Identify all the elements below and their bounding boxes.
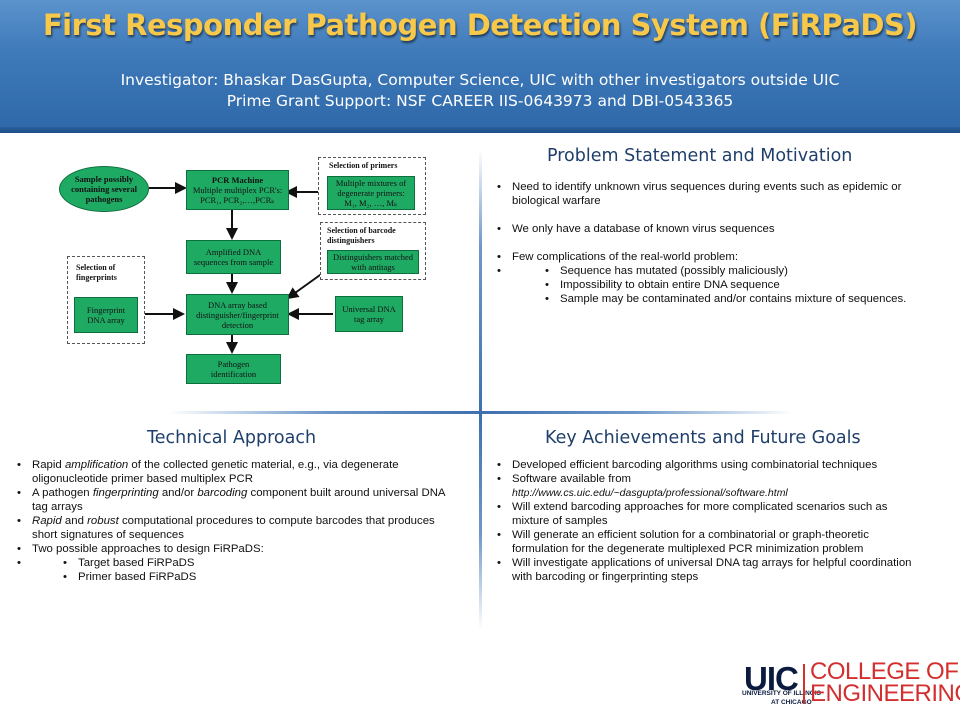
achievement-item: Will generate an efficient solution for … bbox=[494, 528, 914, 556]
flowchart: Sample possibly containing several patho… bbox=[55, 152, 435, 397]
text: and/or bbox=[158, 487, 198, 499]
primers-group: Selection of primers Multiple mixtures o… bbox=[318, 157, 426, 215]
primers-node: Multiple mixtures of degenerate primers:… bbox=[327, 176, 415, 210]
technical-title: Technical Approach bbox=[147, 428, 317, 448]
achievements-title: Key Achievements and Future Goals bbox=[545, 428, 861, 448]
technical-subitem: Primer based FiRPaDS bbox=[60, 570, 454, 584]
pathogen-identification-node: Pathogen identification bbox=[186, 354, 281, 384]
problem-item: Need to identify unknown virus sequences… bbox=[494, 180, 914, 208]
logo-college-line: COLLEGE OF bbox=[810, 658, 959, 685]
achievements-list: Developed efficient barcoding algorithms… bbox=[494, 458, 914, 584]
software-url[interactable]: http://www.cs.uic.edu/~dasgupta/professi… bbox=[512, 487, 788, 499]
problem-subitem: Impossibility to obtain entire DNA seque… bbox=[542, 278, 914, 292]
text: component built around universal DNA tag… bbox=[32, 487, 445, 513]
distinguishers-node: Distinguishers matched with antitags bbox=[327, 250, 419, 274]
achievement-item: Will investigate applications of univers… bbox=[494, 556, 914, 584]
vertical-divider bbox=[479, 150, 482, 630]
barcode-group: Selection of barcode distinguishers Dist… bbox=[320, 222, 426, 280]
pcr-machine-title: PCR Machine bbox=[211, 175, 264, 185]
problem-subitems: Sequence has mutated (possibly malicious… bbox=[494, 264, 914, 306]
problem-title: Problem Statement and Motivation bbox=[547, 146, 853, 166]
logo-university-line: UNIVERSITY OF ILLINOIS bbox=[742, 690, 821, 697]
problem-item: We only have a database of known virus s… bbox=[494, 222, 914, 236]
logo-engineering-line: ENGINEERING bbox=[810, 680, 960, 707]
text: of the collected genetic material, e.g.,… bbox=[32, 459, 399, 485]
dna-array-node: DNA array based distinguisher/fingerprin… bbox=[186, 294, 289, 335]
header-banner: First Responder Pathogen Detection Syste… bbox=[0, 0, 960, 133]
problem-item: Few complications of the real-world prob… bbox=[494, 250, 914, 264]
text: Software available from bbox=[512, 473, 632, 485]
logo-divider bbox=[803, 664, 805, 704]
grant-line: Prime Grant Support: NSF CAREER IIS-0643… bbox=[226, 92, 734, 110]
technical-item: Rapid and robust computational procedure… bbox=[14, 514, 454, 542]
emphasis: Rapid bbox=[32, 515, 62, 527]
achievement-item: Developed efficient barcoding algorithms… bbox=[494, 458, 914, 472]
emphasis: robust bbox=[87, 515, 119, 527]
logo-college-text: COLLEGE OF ENGINEERING bbox=[810, 658, 960, 707]
amplified-dna-node: Amplified DNA sequences from sample bbox=[186, 240, 281, 274]
universal-tag-array-node: Universal DNA tag array bbox=[335, 296, 403, 332]
text: computational procedures to compute barc… bbox=[32, 515, 435, 541]
emphasis: barcoding bbox=[197, 487, 248, 499]
technical-subitems: Target based FiRPaDS Primer based FiRPaD… bbox=[14, 556, 454, 584]
text: A pathogen bbox=[32, 487, 93, 499]
text: and bbox=[61, 515, 88, 527]
sample-node: Sample possibly containing several patho… bbox=[59, 166, 149, 212]
pcr-machine-node: PCR Machine Multiple multiplex PCR's: PC… bbox=[186, 170, 289, 210]
technical-item: Two possible approaches to design FiRPaD… bbox=[14, 542, 454, 556]
barcode-label: Selection of barcode distinguishers bbox=[327, 226, 396, 245]
page-title: First Responder Pathogen Detection Syste… bbox=[42, 8, 918, 42]
fingerprint-array-node: Fingerprint DNA array bbox=[74, 297, 138, 333]
technical-subitem: Target based FiRPaDS bbox=[60, 556, 454, 570]
technical-item: A pathogen fingerprinting and/or barcodi… bbox=[14, 486, 454, 514]
problem-subitem: Sample may be contaminated and/or contai… bbox=[542, 292, 914, 306]
logo-uic-text: UIC bbox=[744, 660, 799, 697]
technical-list: Rapid amplification of the collected gen… bbox=[14, 458, 454, 584]
technical-item: Rapid amplification of the collected gen… bbox=[14, 458, 454, 486]
problem-list: Need to identify unknown virus sequences… bbox=[494, 180, 914, 306]
emphasis: fingerprinting bbox=[92, 487, 159, 499]
logo-chicago-line: AT CHICAGO bbox=[771, 699, 812, 706]
achievement-item: Software available from http://www.cs.uic… bbox=[494, 472, 914, 500]
fingerprints-group: Selection of fingerprints Fingerprint DN… bbox=[67, 256, 145, 344]
investigator-line: Investigator: Bhaskar DasGupta, Computer… bbox=[120, 71, 840, 89]
pcr-machine-body: Multiple multiplex PCR's: PCR₁, PCR₂,…,P… bbox=[192, 185, 283, 205]
fingerprints-label: Selection of fingerprints bbox=[76, 263, 117, 282]
primers-label: Selection of primers bbox=[329, 161, 398, 170]
text: Rapid bbox=[32, 459, 65, 471]
achievement-item: Will extend barcoding approaches for mor… bbox=[494, 500, 914, 528]
emphasis: amplification bbox=[64, 459, 129, 471]
problem-subitem: Sequence has mutated (possibly malicious… bbox=[542, 264, 914, 278]
